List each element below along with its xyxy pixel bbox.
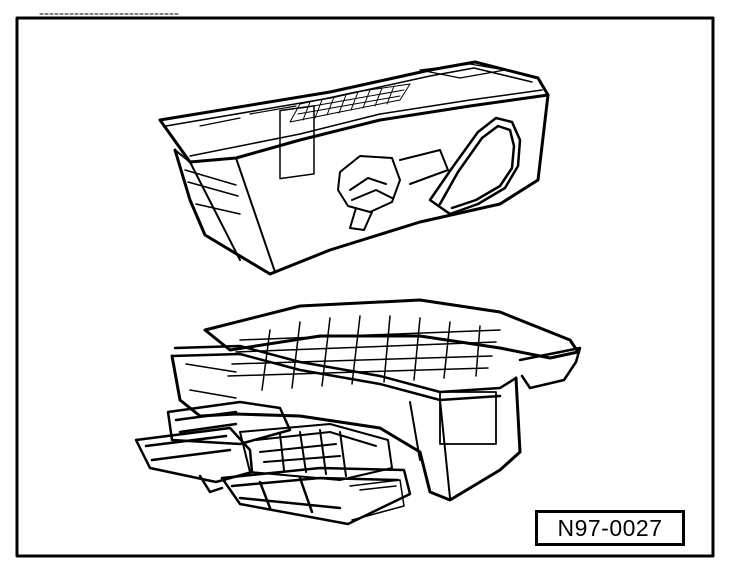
closed-case bbox=[158, 60, 550, 276]
closed-case-body bbox=[173, 93, 550, 276]
figure-frame bbox=[15, 16, 715, 558]
label-plate bbox=[279, 105, 315, 180]
side-panel bbox=[439, 391, 497, 445]
open-case-body bbox=[170, 354, 522, 502]
drawer-upper bbox=[166, 400, 292, 446]
open-case-handle bbox=[518, 346, 582, 390]
open-case-lid-rim bbox=[203, 298, 580, 360]
open-case bbox=[134, 298, 582, 526]
case-latch bbox=[337, 155, 401, 231]
drawer-center bbox=[239, 423, 393, 481]
carry-strap bbox=[428, 116, 522, 216]
lid-grid bbox=[289, 83, 411, 123]
drawer-left bbox=[134, 426, 254, 494]
drawer-front bbox=[220, 466, 412, 526]
closed-case-lid bbox=[158, 60, 550, 164]
figure-reference-label: N97-0027 bbox=[535, 510, 685, 546]
